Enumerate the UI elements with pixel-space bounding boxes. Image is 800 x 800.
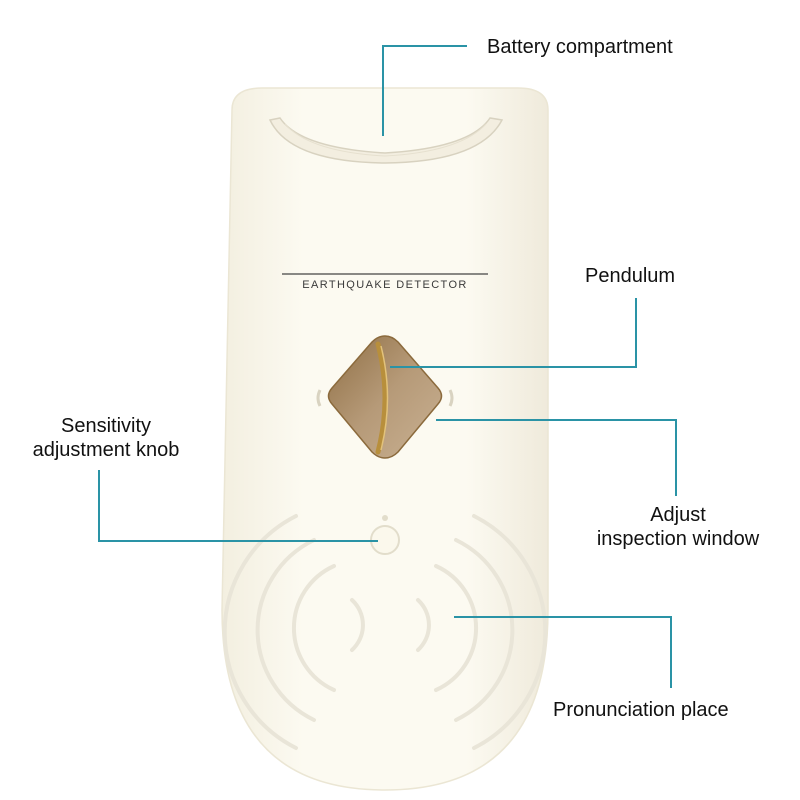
grille-arc-left-2 [292,564,336,692]
grille-arc-right-3 [454,538,515,722]
grille-arc-right-2 [434,564,478,692]
label-pendulum-line1: Pendulum [585,265,676,287]
pendulum [375,341,388,455]
leader-sensitivity [98,470,378,542]
label-sensitivity-line2: adjustment knob [32,439,180,461]
leader-lines [98,45,677,688]
pendulum-highlight [380,345,389,451]
label-pronunciation-place: Pronunciation place [553,698,729,722]
battery-compartment-seam [284,123,487,157]
leader-pendulum [390,298,637,368]
label-pronunciation-line1: Pronunciation place [553,699,729,721]
brand-label: EARTHQUAKE DETECTOR [302,279,468,291]
label-inspection-line1: Adjust [650,504,706,526]
inspection-window-bevel [316,389,454,407]
leader-inspection [436,419,677,496]
leader-pronunciation [454,616,672,688]
label-sensitivity-line1: Sensitivity [60,415,152,437]
label-inspection-line2: inspection window [596,528,760,550]
grille-arc-left-1 [350,598,365,652]
battery-compartment-lid [268,117,504,164]
label-battery-line1: Battery compartment [487,36,673,58]
leader-battery [382,45,467,136]
label-pendulum: Pendulum [585,264,675,288]
label-battery-compartment: Battery compartment [487,35,673,59]
grille-arc-right-1 [416,598,431,652]
grille-arc-right-4 [472,514,548,750]
grille-arc-left-3 [255,538,316,722]
label-inspection-window: Adjust inspection window [580,503,776,551]
sensitivity-knob-indicator [382,515,388,521]
label-sensitivity-knob: Sensitivity adjustment knob [20,414,192,462]
